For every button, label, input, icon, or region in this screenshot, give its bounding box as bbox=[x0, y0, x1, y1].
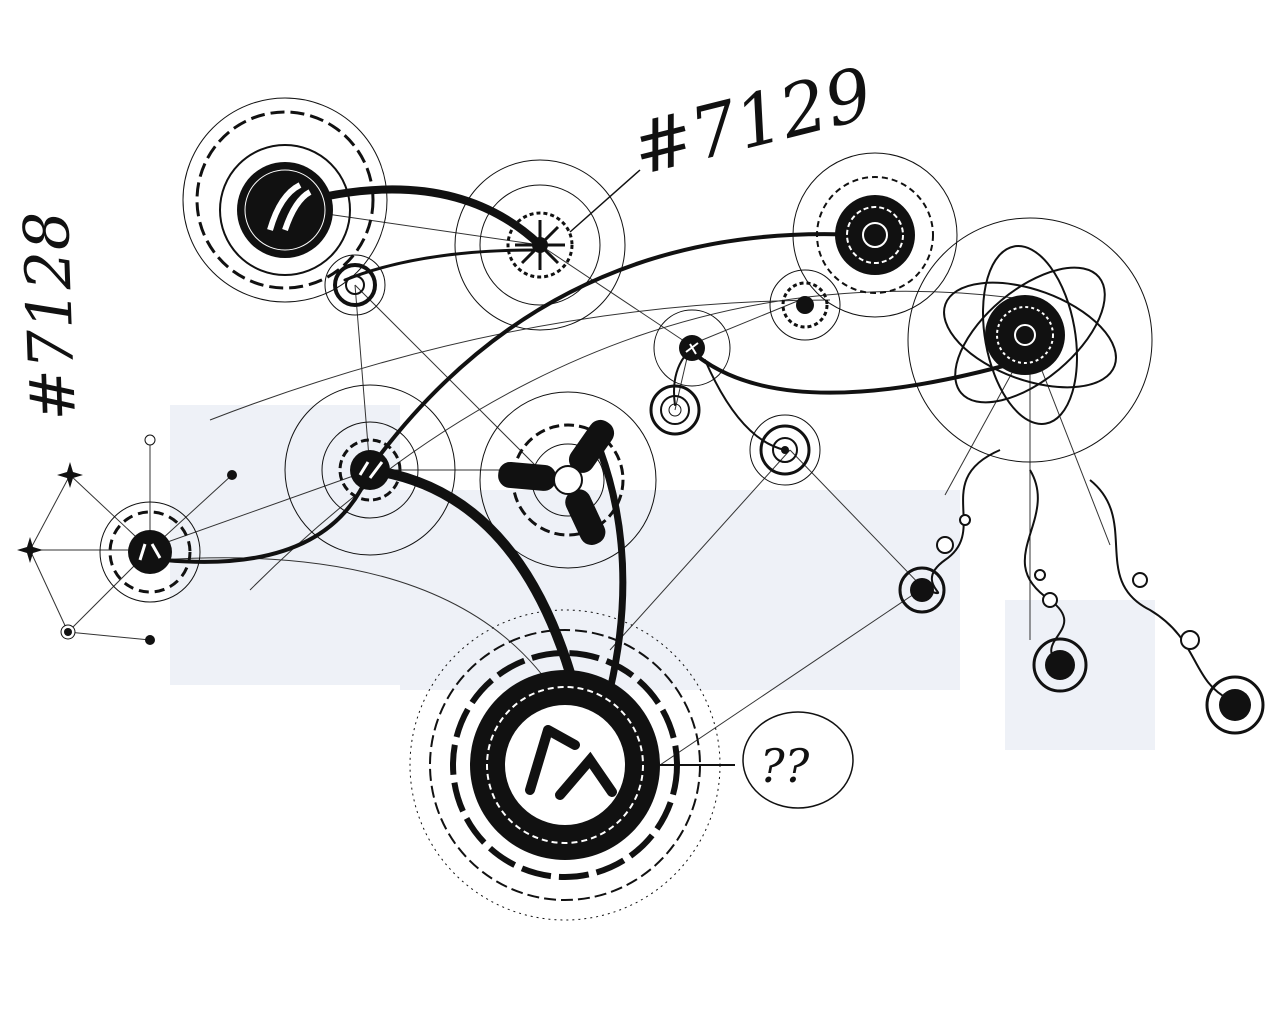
node-dangle-1 bbox=[898, 566, 946, 614]
node-dangle-3 bbox=[1205, 675, 1265, 735]
node-center-glyph bbox=[284, 384, 456, 556]
glyph-icon bbox=[138, 543, 162, 561]
node-small-ring-b bbox=[749, 414, 821, 486]
node-bottom-main bbox=[409, 609, 735, 921]
chain-beads bbox=[936, 514, 1200, 650]
node-hub-center-top bbox=[454, 159, 626, 331]
glyph-icon bbox=[685, 342, 699, 355]
handwritten-label-top: #7129 bbox=[624, 51, 881, 191]
node-upper-left-glyph bbox=[182, 97, 388, 303]
node-propeller bbox=[479, 391, 657, 569]
ornate-ring-icon bbox=[862, 222, 888, 248]
propeller-icon bbox=[498, 419, 615, 545]
node-left-glyph bbox=[99, 501, 201, 603]
constellation-points bbox=[17, 434, 237, 645]
question-bubble bbox=[742, 711, 854, 809]
node-small-right-starburst bbox=[769, 269, 841, 341]
node-small-ring-a bbox=[649, 384, 701, 436]
large-glyph-seal-icon bbox=[525, 725, 617, 800]
handwritten-label-bubble: ?? bbox=[760, 739, 810, 793]
node-upper-right bbox=[792, 152, 958, 318]
background-panels bbox=[170, 405, 1155, 750]
node-small-upper-left bbox=[324, 254, 386, 316]
handwritten-label-left: #7128 bbox=[10, 210, 90, 422]
atom-orbit-icon bbox=[943, 245, 1117, 425]
crescent-glyph-icon bbox=[267, 182, 312, 231]
glyph-icon bbox=[358, 461, 384, 479]
star-icon bbox=[17, 462, 83, 563]
starburst-icon bbox=[796, 296, 814, 314]
node-dangle-2 bbox=[1032, 637, 1088, 693]
node-small-glyph-middle bbox=[653, 309, 731, 387]
node-atom-right bbox=[907, 217, 1153, 463]
